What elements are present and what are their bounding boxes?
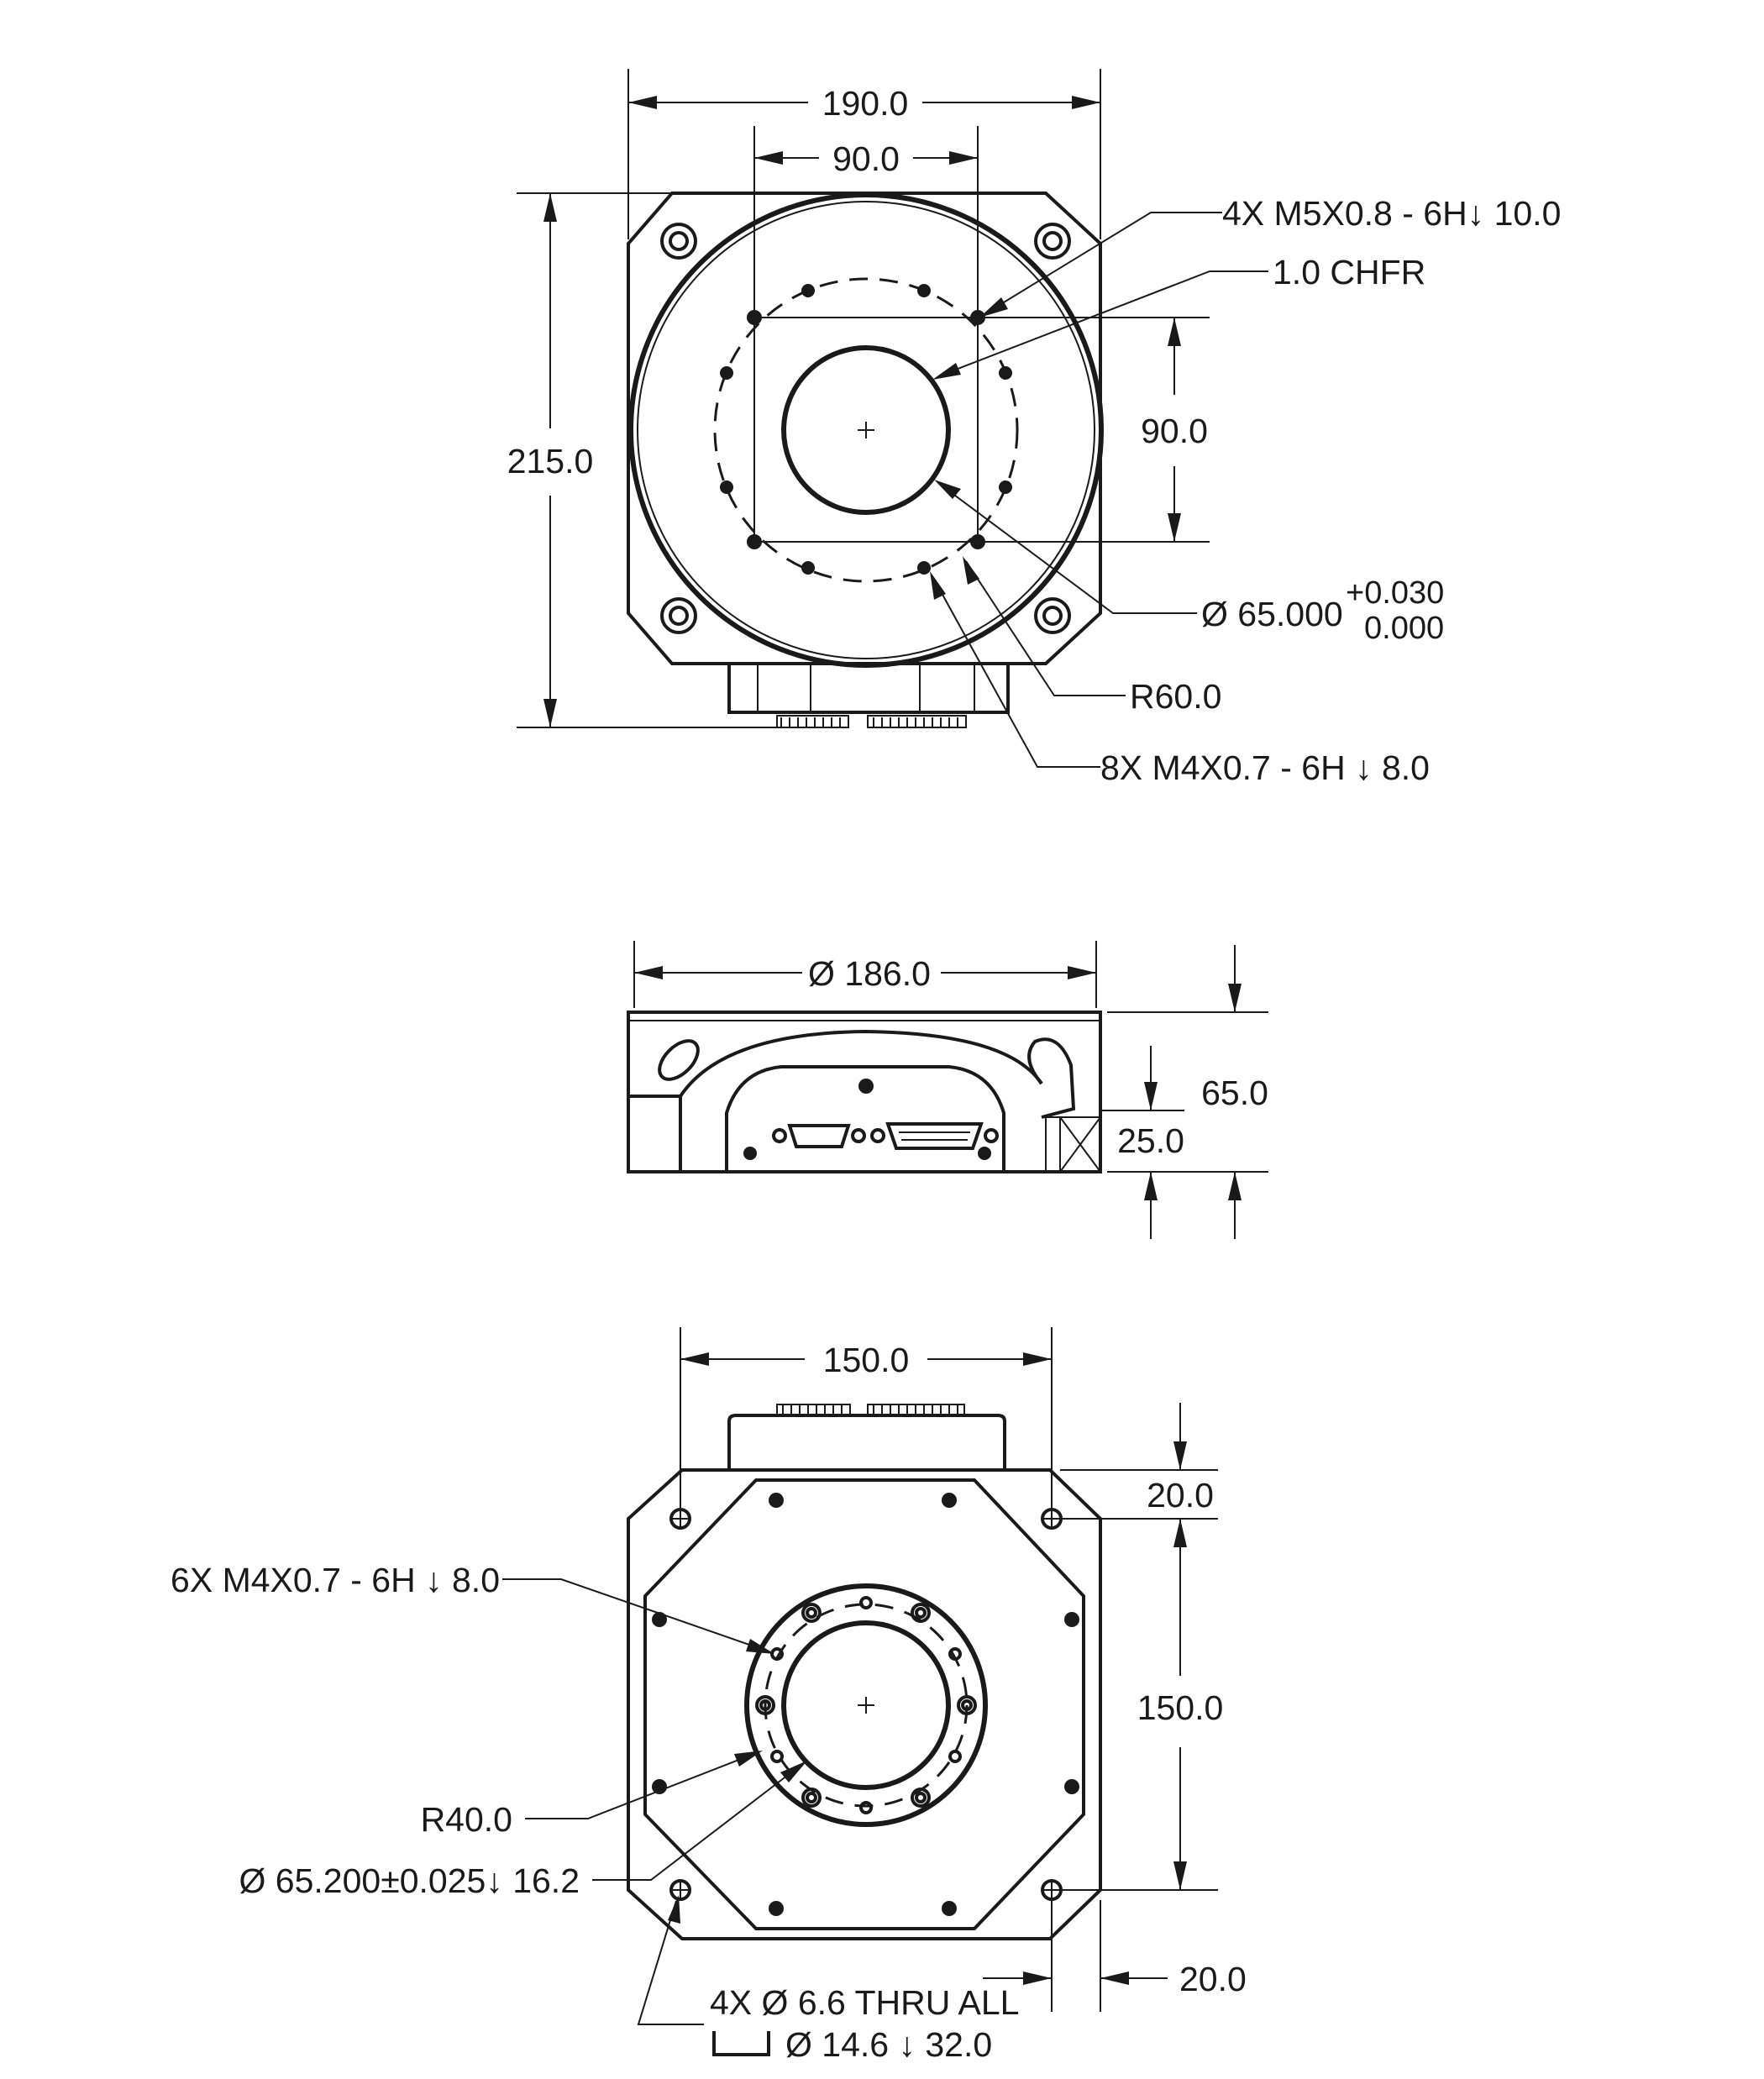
dim-65-label: 65.0 [1201,1074,1268,1112]
callout-bore-label: Ø 65.000 [1201,595,1343,633]
tapped-hole-m5 [747,310,762,325]
dim-20-top-label: 20.0 [1147,1476,1214,1515]
dim-25-height: 25.0 [1100,1046,1184,1239]
callout-thru-line1: 4X Ø 6.6 THRU ALL [710,1983,1019,2022]
side-view: Ø 186.0 65.0 25.0 [627,941,1268,1239]
dim-190-label: 190.0 [822,84,909,123]
dim-215-height: 215.0 [507,192,777,728]
callout-6x-m4: 6X M4X0.7 - 6H ↓ 8.0 [171,1561,774,1654]
tapped-hole-m4 [801,284,815,297]
callout-4x-m5-label: 4X M5X0.8 - 6H↓ 10.0 [1222,194,1561,233]
dim-150-h-label: 150.0 [823,1341,910,1379]
side-view-arch-outer [679,1029,1043,1098]
tapped-hole-m4 [999,480,1012,494]
db25-connector [870,1122,999,1150]
callout-chamfer-label: 1.0 CHFR [1273,253,1425,291]
bottom-view-housing-outline [627,1468,1102,1940]
callout-bore-bottom: Ø 65.200±0.025↓ 16.2 [239,1761,807,1900]
callout-4x-thru: 4X Ø 6.6 THRU ALL Ø 14.6 ↓ 32.0 [637,1895,1019,2064]
top-view-outer-ring [628,192,1104,668]
callout-r60-label: R60.0 [1130,677,1221,716]
side-view-oval-mark [658,1039,700,1081]
db9-connector [772,1124,866,1148]
dim-90-horizontal: 90.0 [753,126,979,311]
dim-90-vertical: 90.0 [984,317,1210,543]
callout-6x-m4-label: 6X M4X0.7 - 6H ↓ 8.0 [171,1561,500,1599]
dim-25-label: 25.0 [1117,1121,1184,1160]
dim-186-diameter: Ø 186.0 [633,941,1097,1008]
side-view-connector-window [725,1065,1005,1172]
tapped-hole-m4 [720,480,733,494]
callout-r40: R40.0 [421,1751,763,1839]
callout-4x-m5: 4X M5X0.8 - 6H↓ 10.0 [979,194,1561,318]
callout-r40-label: R40.0 [421,1800,512,1839]
dim-215-label: 215.0 [507,442,594,480]
tapped-hole-m4 [999,366,1012,380]
bottom-view-plate [643,1478,1085,1930]
tapped-hole-m5 [970,310,985,325]
top-view-center-bore [781,345,951,515]
side-view-screw [858,1079,874,1094]
dim-90-v-label: 90.0 [1141,412,1208,450]
bottom-view: 150.0 20.0 150.0 20.0 6X [171,1327,1247,2064]
callout-bore: Ø 65.000 +0.030 0.000 [934,480,1444,646]
top-view-mount-holes [660,223,1071,634]
dim-65-height: 65.0 [1107,945,1268,1239]
dim-20-right: 20.0 [983,1900,1247,2012]
tapped-hole-m4 [917,284,931,297]
callout-8x-m4-label: 8X M4X0.7 - 6H ↓ 8.0 [1100,748,1430,787]
tapped-hole-m4 [801,561,815,575]
dim-150-width: 150.0 [680,1327,1053,1508]
dim-20-right-label: 20.0 [1179,1960,1247,1998]
dim-20-top: 20.0 [1060,1403,1218,1547]
bottom-view-hub-outer [744,1583,988,1827]
bottom-view-connector-housing [727,1404,1006,1470]
tapped-hole-m5 [970,534,985,549]
bottom-view-plate-holes [652,1493,1079,1916]
callout-8x-m4: 8X M4X0.7 - 6H ↓ 8.0 [930,571,1430,787]
dim-90-h-label: 90.0 [832,139,900,178]
top-view-bolt-circle [713,277,1019,583]
bottom-view-hub-dashed [764,1603,969,1808]
top-view-housing-outline [627,192,1102,665]
bottom-view-hub-bore [781,1620,951,1790]
top-view: 190.0 90.0 215.0 90.0 [507,69,1561,787]
top-view-center-mark [858,422,874,438]
callout-bore-bottom-label: Ø 65.200±0.025↓ 16.2 [239,1861,580,1900]
callout-thru-line2: Ø 14.6 ↓ 32.0 [785,2025,992,2064]
dim-150-v-label: 150.0 [1137,1688,1224,1727]
tapped-hole-m4 [720,366,733,380]
callout-chamfer: 1.0 CHFR [932,253,1425,380]
dim-186-label: Ø 186.0 [808,954,931,993]
top-view-outer-ring-inner [637,201,1095,659]
bottom-view-thru-holes [669,1508,1063,1901]
callout-bore-tol-lower: 0.000 [1364,611,1444,646]
callout-r60: R60.0 [963,556,1221,716]
callout-bore-tol-upper: +0.030 [1346,575,1444,611]
counterbore-symbol [712,2031,770,2056]
bottom-view-hub-holes [755,1596,977,1814]
top-view-connector-housing [727,664,1010,728]
dim-190-width: 190.0 [627,69,1101,239]
tapped-hole-m5 [747,534,762,549]
tapped-hole-m4 [917,561,931,575]
dim-150-vertical: 150.0 [1060,1519,1224,1891]
